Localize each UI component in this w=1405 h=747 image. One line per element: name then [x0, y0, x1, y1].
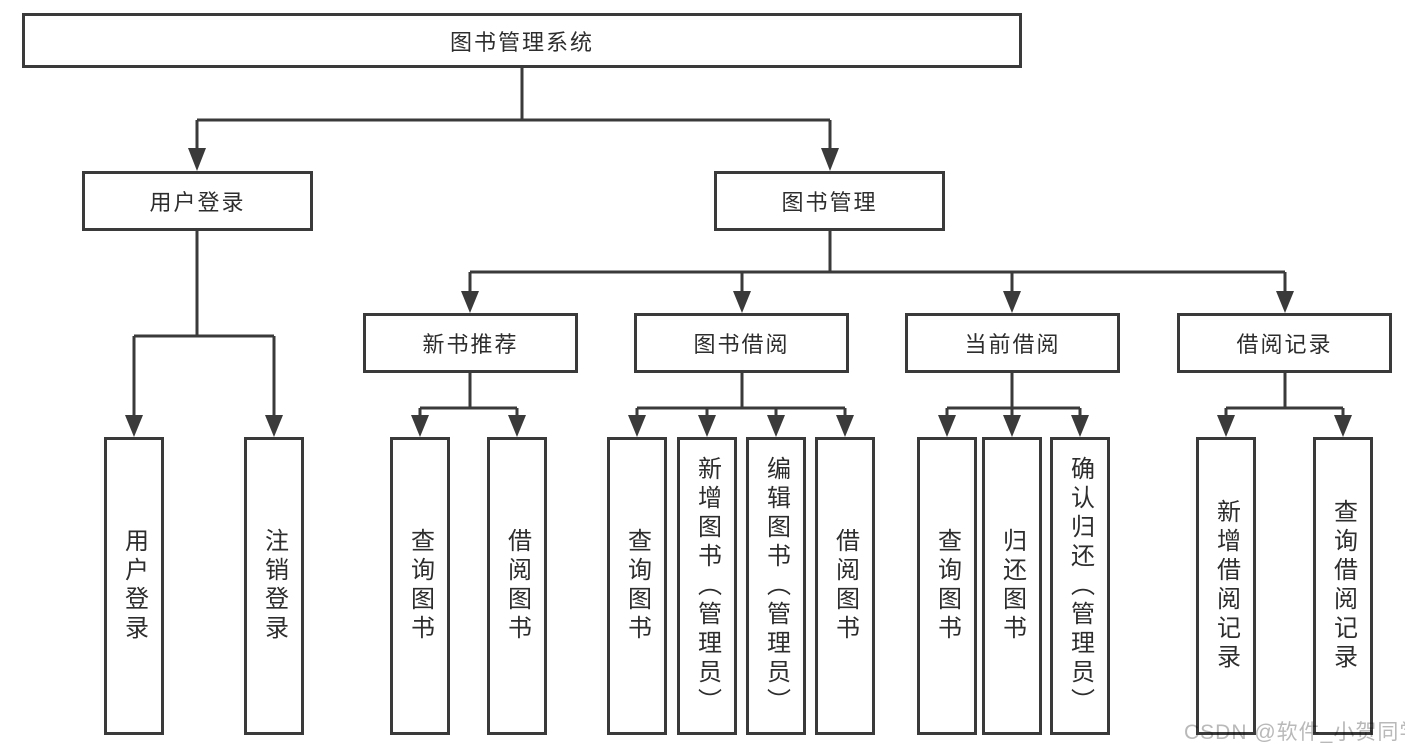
node-book-management: 图书管理 [714, 171, 945, 231]
leaf-borrow-books-2: 借阅图书 [815, 437, 875, 735]
node-library-system-label: 图书管理系统 [449, 29, 594, 55]
node-user-login-label: 用户登录 [149, 190, 246, 215]
node-new-book-recommend: 新书推荐 [363, 313, 578, 373]
connector-current-borrow-children [938, 371, 1089, 437]
connector-user-login-children [125, 229, 283, 437]
leaf-user-login-label: 用户登录 [120, 528, 148, 644]
leaf-query-borrow-record: 查询借阅记录 [1313, 437, 1373, 735]
connector-book-mgmt-to-level3 [461, 229, 1294, 313]
leaf-add-books-admin-label: 新增图书（管理员） [693, 455, 721, 717]
leaf-edit-books-admin-label: 编辑图书（管理员） [762, 455, 790, 717]
leaf-confirm-return-admin: 确认归还（管理员） [1050, 437, 1110, 735]
node-book-borrowing: 图书借阅 [634, 313, 849, 373]
leaf-query-books-1: 查询图书 [390, 437, 450, 735]
connector-root-to-level2 [188, 66, 839, 171]
leaf-query-borrow-record-label: 查询借阅记录 [1329, 499, 1357, 673]
leaf-add-borrow-record-label: 新增借阅记录 [1212, 499, 1240, 673]
leaf-query-books-1-label: 查询图书 [406, 528, 434, 644]
leaf-return-books: 归还图书 [982, 437, 1042, 735]
connector-borrow-records-children [1217, 371, 1352, 437]
leaf-add-borrow-record: 新增借阅记录 [1196, 437, 1256, 735]
leaf-query-books-2: 查询图书 [607, 437, 667, 735]
leaf-borrow-books-2-label: 借阅图书 [831, 528, 859, 644]
node-borrow-records: 借阅记录 [1177, 313, 1392, 373]
leaf-logout: 注销登录 [244, 437, 304, 735]
connector-new-book-rec-children [411, 371, 526, 437]
leaf-query-books-3: 查询图书 [917, 437, 977, 735]
leaf-query-books-3-label: 查询图书 [933, 528, 961, 644]
leaf-borrow-books-1-label: 借阅图书 [503, 528, 531, 644]
node-library-system: 图书管理系统 [22, 13, 1022, 68]
node-book-borrowing-label: 图书借阅 [693, 332, 790, 357]
node-user-login: 用户登录 [82, 171, 313, 231]
leaf-add-books-admin: 新增图书（管理员） [677, 437, 737, 735]
node-book-management-label: 图书管理 [781, 190, 878, 215]
connector-book-borrow-children [628, 371, 854, 437]
leaf-confirm-return-admin-label: 确认归还（管理员） [1066, 455, 1094, 717]
leaf-user-login: 用户登录 [104, 437, 164, 735]
node-new-book-recommend-label: 新书推荐 [422, 332, 519, 357]
node-current-borrowing-label: 当前借阅 [964, 332, 1061, 357]
leaf-borrow-books-1: 借阅图书 [487, 437, 547, 735]
node-current-borrowing: 当前借阅 [905, 313, 1120, 373]
node-borrow-records-label: 借阅记录 [1236, 332, 1333, 357]
leaf-query-books-2-label: 查询图书 [623, 528, 651, 644]
leaf-return-books-label: 归还图书 [998, 528, 1026, 644]
csdn-watermark: CSDN @软件_小贺同学 [1184, 721, 1405, 744]
leaf-edit-books-admin: 编辑图书（管理员） [746, 437, 806, 735]
leaf-logout-label: 注销登录 [260, 528, 288, 644]
